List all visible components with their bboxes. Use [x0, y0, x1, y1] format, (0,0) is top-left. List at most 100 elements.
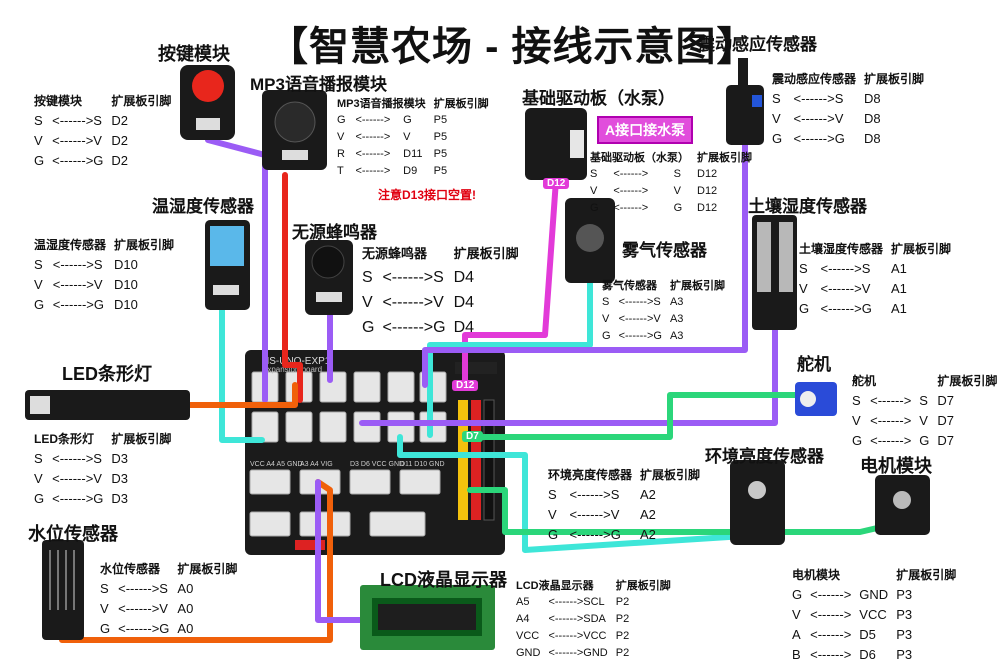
led-module-label: LED条形灯: [62, 364, 152, 384]
wire-led: [182, 382, 298, 408]
d13-warning: 注意D13接口空置!: [378, 188, 477, 202]
dht-module-label: 温湿度传感器: [152, 197, 254, 216]
wire-gas: [427, 277, 593, 438]
board-tag-d12: D12: [452, 380, 479, 391]
svg-text:VCC A4 A5 GND: VCC A4 A5 GND: [250, 461, 303, 468]
led-bar-module: [25, 390, 190, 420]
buzzer-module: [305, 240, 353, 315]
svg-text:A3 A4 VIG: A3 A4 VIG: [300, 461, 333, 468]
motor-module-label: 电机模块: [860, 456, 932, 476]
lcd-module: [360, 585, 495, 650]
gas-module: [565, 198, 615, 283]
motor-module: [875, 475, 930, 535]
water-level-module: [42, 540, 84, 640]
svg-text:D3 D6 VCC GND: D3 D6 VCC GND: [350, 461, 404, 468]
vibration-module: [726, 58, 764, 145]
soil-module-label: 土壤湿度传感器: [748, 197, 867, 216]
wire-dht: [219, 302, 265, 443]
pump-module-label: 基础驱动板（水泵）: [522, 89, 675, 108]
wire-vibration: [422, 137, 748, 388]
servo-module-label: 舵机: [797, 355, 831, 374]
mp3-module-label: MP3语音播报模块: [250, 75, 387, 94]
pump-tag-d12: D12: [543, 178, 570, 189]
dht-module: [205, 220, 250, 310]
page-title: 【智慧农场 - 接线示意图】: [268, 25, 758, 69]
wire-motor: [467, 487, 893, 535]
svg-text:D11 D10 GND: D11 D10 GND: [400, 461, 445, 468]
wire-mp3: [282, 172, 303, 403]
pump-aport-note: A接口接水泵: [597, 116, 694, 144]
gas-module-label: 雾气传感器: [622, 241, 707, 260]
mp3-module: [262, 90, 327, 170]
wire-light: [397, 434, 763, 553]
lcd-module-label: LCD液晶显示器: [380, 570, 507, 590]
button-module-label: 按键模块: [158, 44, 230, 64]
board-brand: HS-UNO-EXP1: [262, 356, 331, 367]
wire-pump: [462, 177, 559, 383]
wire-servo: [462, 392, 813, 440]
pump-driver-module: [525, 108, 587, 180]
servo-module: [795, 382, 837, 416]
wire-soil: [359, 327, 778, 426]
soil-module: [752, 215, 797, 330]
light-sensor-module: [730, 460, 785, 545]
board-subtitle: Expansion board: [262, 365, 322, 374]
water-module-label: 水位传感器: [28, 524, 118, 544]
